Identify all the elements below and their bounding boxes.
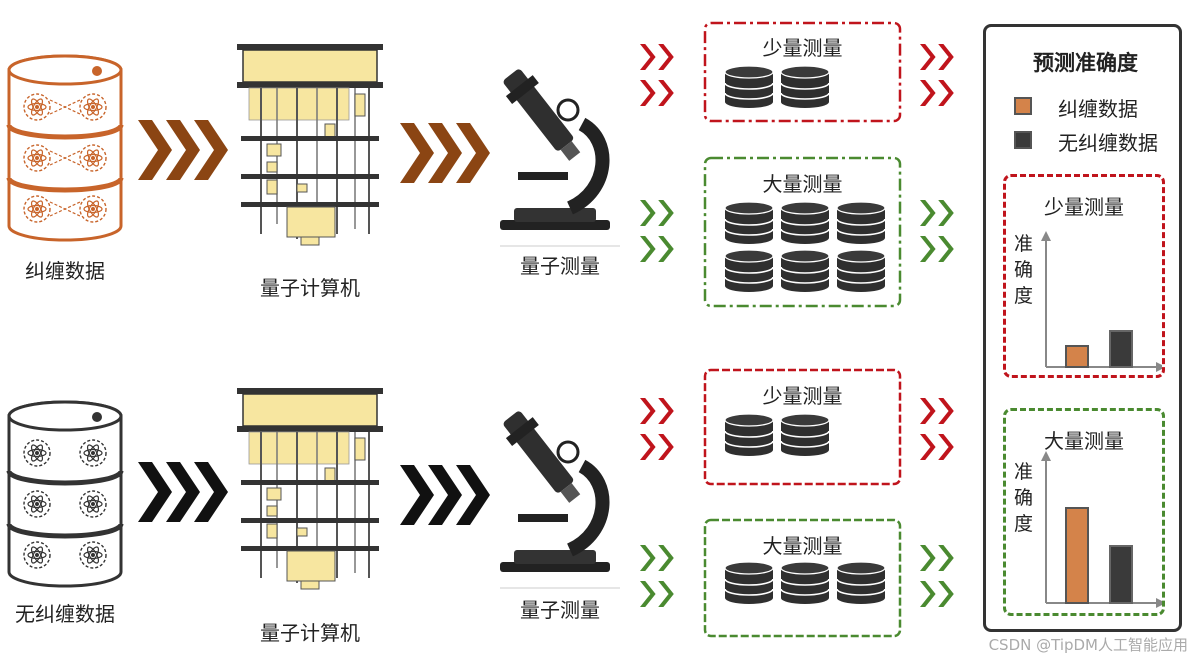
small-chevrons-top-many xyxy=(640,200,674,262)
many-chart-plot xyxy=(1041,451,1162,608)
quantum-measure-label-top: 量子测量 xyxy=(520,254,600,278)
few-chart-y-label: 准确度 xyxy=(1014,233,1034,307)
quantum-computer-label-bottom: 量子计算机 xyxy=(260,621,360,645)
watermark: CSDN @TipDM人工智能应用 xyxy=(988,636,1188,654)
many-measure-chart: 大量测量 准确度 xyxy=(1003,408,1165,616)
unentangled-data-label: 无纠缠数据 xyxy=(15,602,115,626)
box-bottom-many-title: 大量测量 xyxy=(762,534,843,558)
many-chart-y-label: 准确度 xyxy=(1014,461,1034,535)
small-chevrons-bottom-many xyxy=(640,545,674,607)
quantum-computer-icon-top xyxy=(236,43,384,246)
quantum-computer-icon-bottom xyxy=(236,387,384,590)
few-chart-bar-unentangled xyxy=(1109,330,1133,368)
chevron-arrows-top-1 xyxy=(138,120,228,180)
prediction-accuracy-panel: 预测准确度 纠缠数据 无纠缠数据 少量测量 准确度 大量测量 准确度 xyxy=(983,24,1182,632)
many-chart-title: 大量测量 xyxy=(1044,429,1124,453)
microscope-icon-top xyxy=(497,64,620,246)
small-chevrons-top-few xyxy=(640,44,674,106)
entangled-data-label: 纠缠数据 xyxy=(25,259,105,283)
few-chart-bar-entangled xyxy=(1065,345,1089,368)
few-chart-plot xyxy=(1041,231,1162,372)
quantum-computer-label-top: 量子计算机 xyxy=(260,276,360,300)
microscope-icon-bottom xyxy=(497,406,620,588)
small-chevrons-to-panel-4 xyxy=(920,545,954,607)
box-bottom-few-title: 少量测量 xyxy=(762,384,843,408)
box-top-many xyxy=(703,156,902,308)
legend-label-entangled: 纠缠数据 xyxy=(1058,97,1138,121)
few-measure-chart: 少量测量 准确度 xyxy=(1003,174,1165,378)
chevron-arrows-bottom-2 xyxy=(400,465,490,525)
small-chevrons-bottom-few xyxy=(640,398,674,460)
few-chart-title: 少量测量 xyxy=(1044,195,1124,219)
chevron-arrows-top-2 xyxy=(400,123,490,183)
chevron-arrows-bottom-1 xyxy=(138,462,228,522)
many-chart-bar-entangled xyxy=(1065,507,1089,604)
box-top-many-title: 大量测量 xyxy=(762,172,843,196)
small-chevrons-to-panel-3 xyxy=(920,398,954,460)
box-top-few-title: 少量测量 xyxy=(762,36,843,60)
panel-title: 预测准确度 xyxy=(1033,51,1138,75)
box-bottom-many xyxy=(703,518,902,638)
legend-swatch-unentangled xyxy=(1014,131,1032,149)
quantum-measure-label-bottom: 量子测量 xyxy=(520,598,600,622)
small-chevrons-to-panel-1 xyxy=(920,44,954,106)
entangled-data-barrel xyxy=(6,54,124,242)
box-bottom-few xyxy=(703,368,902,486)
legend-label-unentangled: 无纠缠数据 xyxy=(1058,131,1158,155)
box-top-few xyxy=(703,21,902,123)
unentangled-data-barrel xyxy=(6,400,124,588)
many-chart-bar-unentangled xyxy=(1109,545,1133,604)
small-chevrons-to-panel-2 xyxy=(920,200,954,262)
legend-swatch-entangled xyxy=(1014,97,1032,115)
